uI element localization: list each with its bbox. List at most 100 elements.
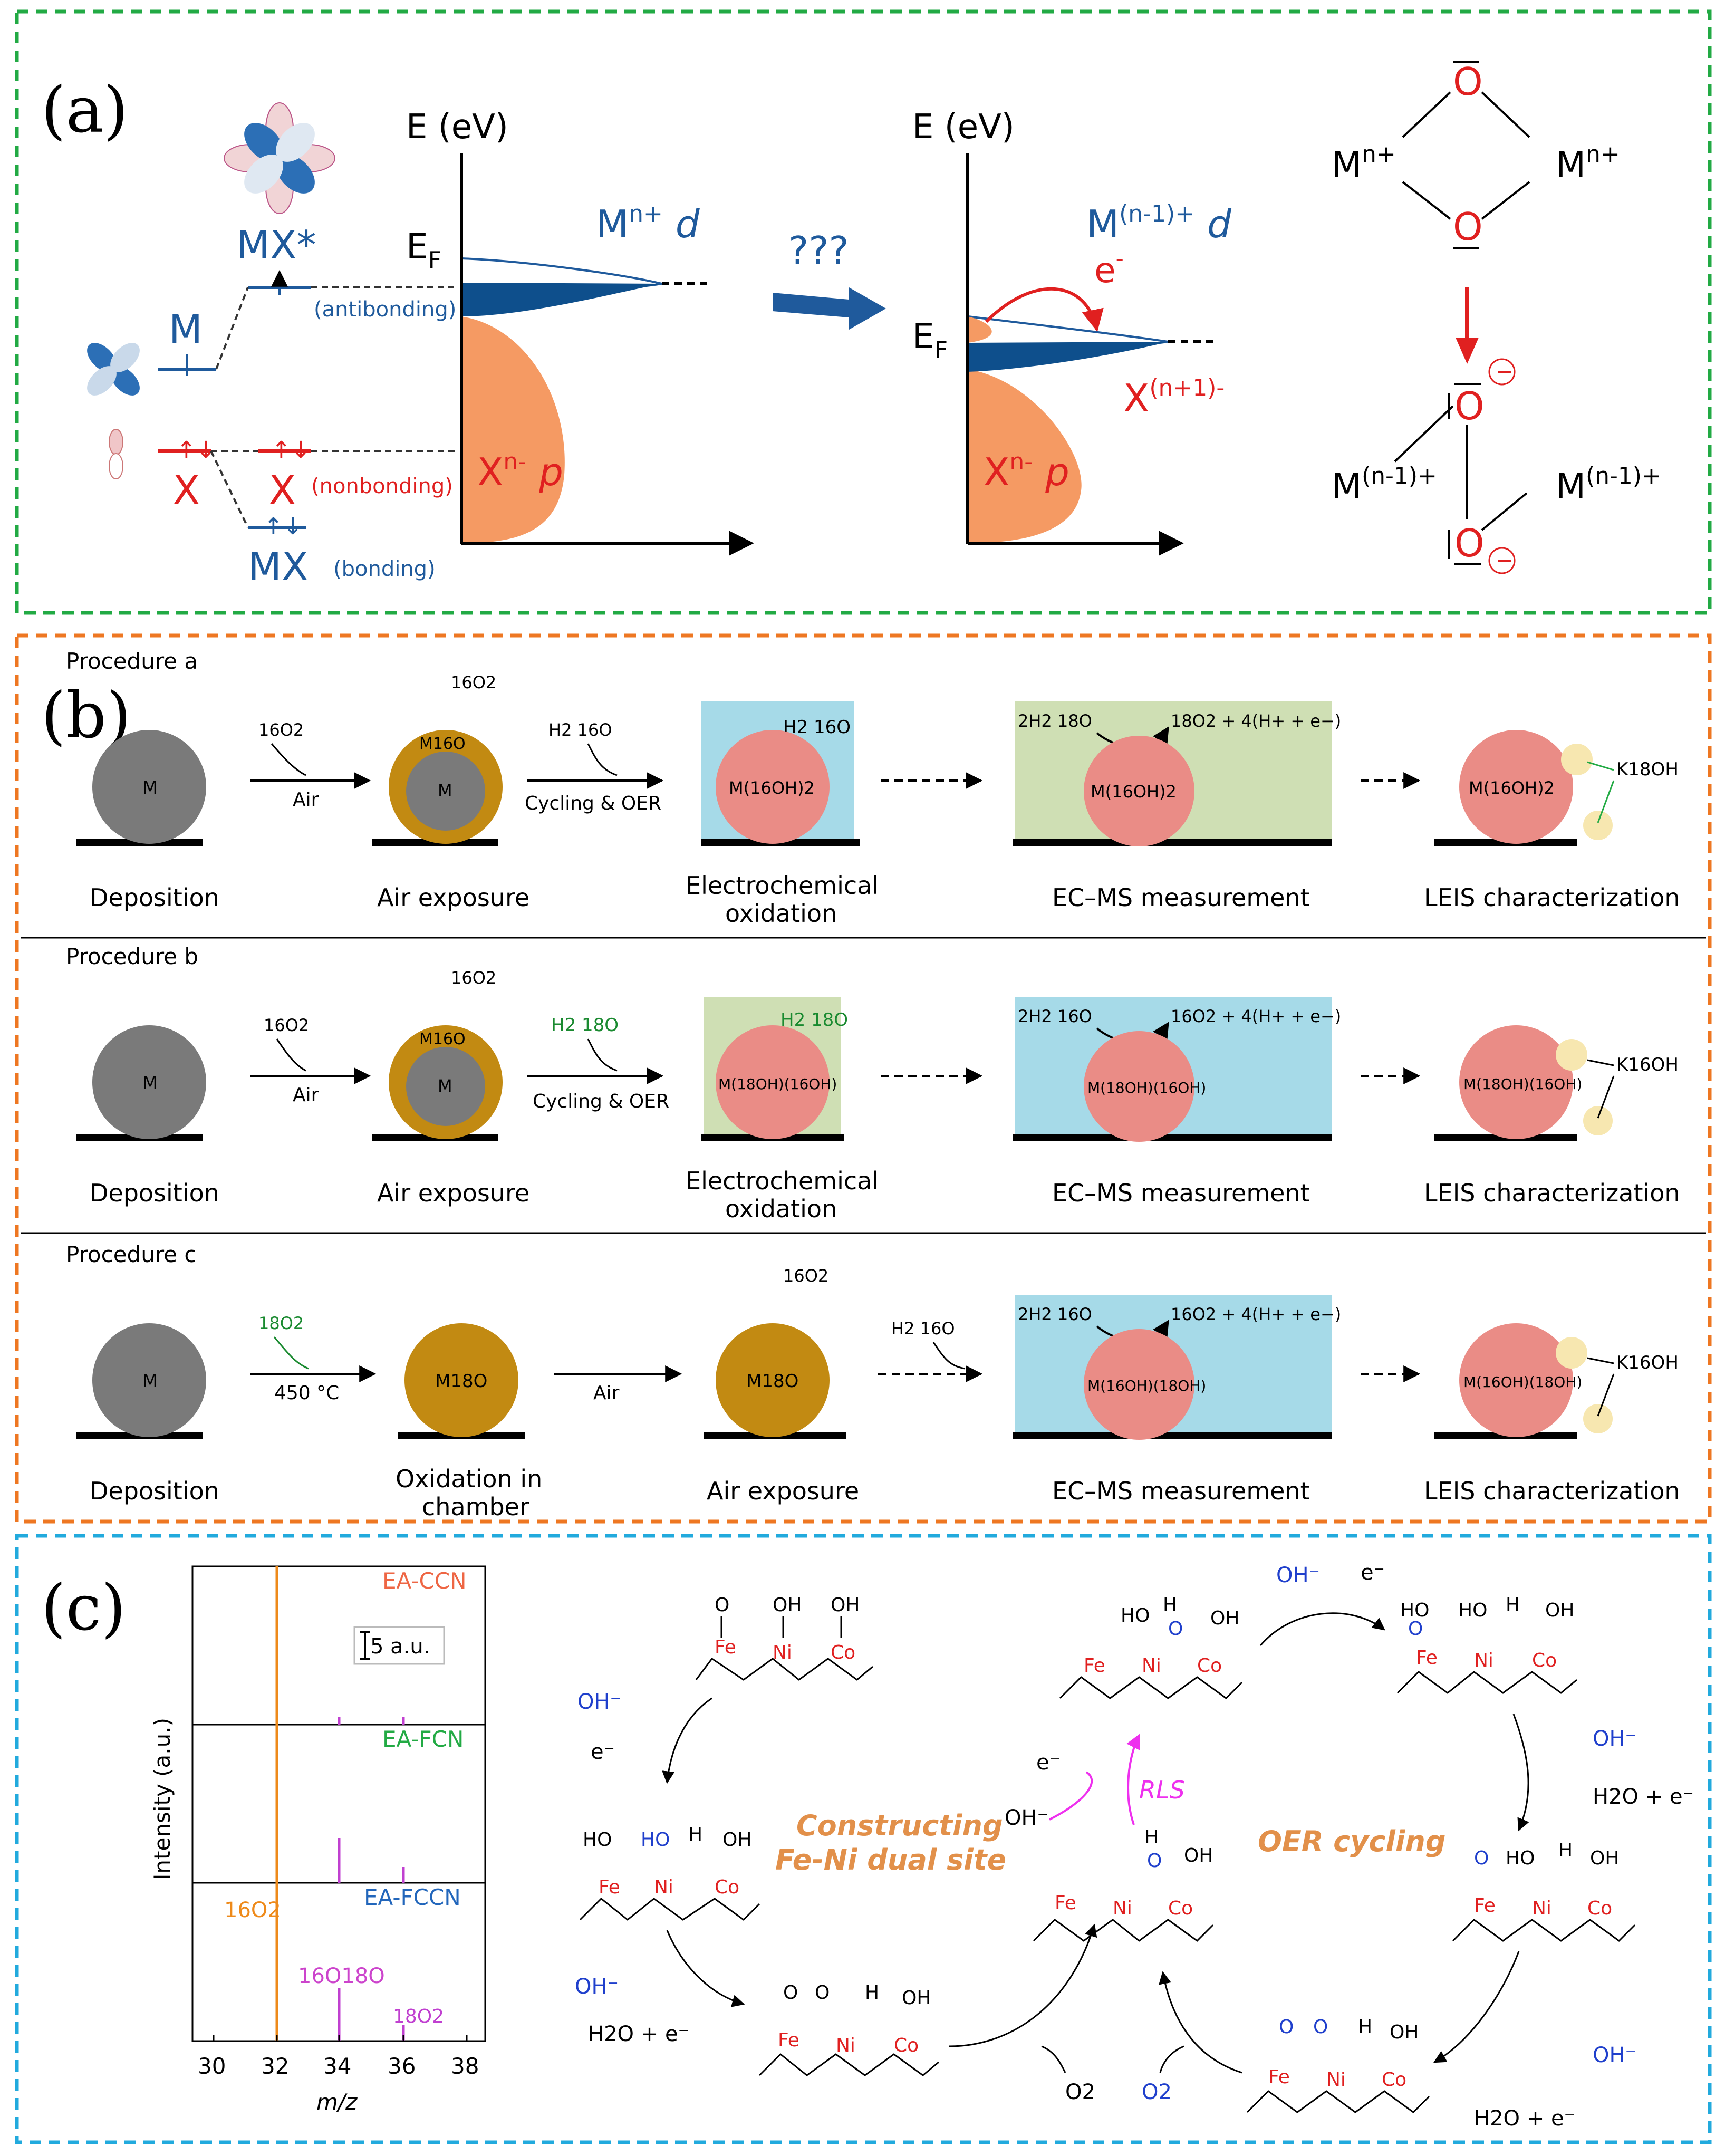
svg-text:Co: Co [1587, 1898, 1612, 1919]
nonbonding-label: (nonbonding) [311, 474, 453, 498]
mx-label: MX [248, 544, 309, 590]
particle-oxide: M16O [419, 735, 466, 753]
svg-text:Co: Co [1382, 2069, 1406, 2091]
svg-text:Co: Co [831, 1642, 855, 1663]
gas-top: 16O2 [451, 672, 496, 692]
o2-2: O2 [1142, 2080, 1172, 2104]
svg-text:↑↓: ↑↓ [272, 437, 311, 464]
svg-text:H: H [1163, 1594, 1177, 1616]
svg-text:OH: OH [1590, 1847, 1619, 1869]
svg-text:M: M [142, 1073, 158, 1094]
procedure-row-a: Procedure a M Deposition 16O2 Air 16O2 M… [66, 648, 1680, 928]
x-label: X [173, 468, 200, 513]
svg-text:OH: OH [1184, 1845, 1213, 1866]
e-axis-label-1: E (eV) [406, 108, 508, 147]
svg-text:H: H [865, 1982, 879, 2004]
bonding-label: (bonding) [333, 557, 436, 581]
svg-text:O: O [715, 1594, 729, 1616]
svg-text:Ni: Ni [1113, 1898, 1132, 1919]
procedure-title: Procedure a [66, 648, 198, 674]
m-top-left: Mn+ [1332, 141, 1396, 185]
step-label: Air exposure [707, 1477, 859, 1505]
svg-text:O: O [1474, 1847, 1489, 1869]
svg-text:O: O [1147, 1850, 1162, 1872]
question-label: ??? [788, 228, 849, 273]
oxo-structure: O O Mn+ Mn+ O − O − M(n-1)+ [1332, 60, 1661, 574]
step-label: Air exposure [377, 883, 529, 912]
svg-text:O: O [783, 1982, 798, 2004]
step-label: Oxidation in [396, 1465, 542, 1493]
step-label: Deposition [90, 883, 219, 912]
leis-particle: M(16OH)(18OH) [1463, 1373, 1582, 1391]
svg-text:H: H [1558, 1840, 1573, 1861]
svg-text:O: O [1279, 2016, 1294, 2038]
svg-text:H: H [1144, 1826, 1159, 1848]
svg-text:H: H [1506, 1594, 1520, 1616]
d-orbital-small-icon [87, 343, 140, 396]
step-label: oxidation [725, 899, 837, 928]
step-label: LEIS characterization [1424, 1477, 1680, 1505]
leis-label: K16OH [1616, 1054, 1679, 1075]
svg-text:M: M [142, 777, 158, 798]
oh-minus-4: OH⁻ [1593, 1727, 1636, 1751]
o-peroxo-1: O [1454, 384, 1485, 428]
svg-text:OH: OH [1545, 1600, 1574, 1621]
arrow2-top: H2 16O [548, 720, 612, 740]
e-minus-1: e⁻ [591, 1740, 615, 1764]
arrow2-bottom: Cycling & OER [525, 793, 661, 814]
anno-o2-16: 16O2 [224, 1898, 281, 1922]
leis-particle: M(18OH)(16OH) [1463, 1075, 1582, 1093]
subpanel-label-3: EA-FCCN [364, 1884, 461, 1910]
e-minus-3: e⁻ [1361, 1561, 1385, 1585]
arrow1-top: 16O2 [258, 720, 304, 740]
arrow2-bottom: Cycling & OER [533, 1091, 669, 1112]
mn1-d-label: M(n-1)+d [1086, 200, 1232, 246]
o2-1: O2 [1065, 2080, 1095, 2104]
svg-text:Ni: Ni [654, 1876, 673, 1898]
svg-text:HO: HO [1400, 1600, 1429, 1621]
procedure-title: Procedure c [66, 1241, 196, 1267]
leis-particle: M(16OH)2 [1469, 778, 1555, 798]
transition-arrow: ??? [773, 228, 886, 330]
svg-text:O: O [815, 1982, 830, 2004]
arrow1-bottom: 450 °C [274, 1382, 339, 1404]
rls-oh-minus: OH⁻ [1005, 1806, 1048, 1830]
procedure-row-b: Procedure b M Deposition 16O2 Air 16O2 M… [66, 944, 1680, 1223]
leis-label: K18OH [1616, 759, 1679, 780]
svg-text:Co: Co [1532, 1650, 1557, 1671]
minus-2: − [1496, 548, 1514, 573]
electron-label: e- [1094, 246, 1124, 291]
step-label: oxidation [725, 1195, 837, 1223]
x-tick-label: 36 [388, 2053, 416, 2079]
ef-label-2: EF [912, 316, 948, 363]
svg-text:OH: OH [1390, 2022, 1419, 2043]
svg-text:OH: OH [831, 1594, 860, 1616]
panel-b-border [15, 633, 1712, 1524]
o-mid: O [1453, 205, 1483, 249]
svg-text:Co: Co [894, 2035, 919, 2056]
structure-7: O HO H OH Fe Ni Co [1452, 1840, 1636, 1942]
o-top: O [1453, 60, 1483, 104]
oh-minus-2: OH⁻ [575, 1975, 619, 1999]
mechanism: Constructing Fe-Ni dual site OER cycling… [575, 1561, 1694, 2131]
ms-chart: EA-CCN EA-FCN EA-FCCN 5 a.u. 16O2 16O18O… [149, 1565, 486, 2115]
o-peroxo-2: O [1454, 521, 1485, 565]
minus-1: − [1496, 360, 1514, 384]
m-bot-right: M(n-1)+ [1556, 463, 1661, 507]
structure-5: HO H O OH Fe Ni Co [1059, 1594, 1243, 1699]
arrow3-top: H2 16O [891, 1318, 955, 1339]
structure-6: HO O HO H OH Fe Ni Co [1396, 1594, 1577, 1694]
svg-text:Fe: Fe [599, 1876, 620, 1898]
subpanel-label-2: EA-FCN [382, 1726, 464, 1752]
step-label: Deposition [90, 1477, 219, 1505]
panel-c-label: (c) [41, 1572, 126, 1645]
svg-text:↑↓: ↑↓ [177, 437, 216, 464]
arrow1-top: 16O2 [264, 1015, 309, 1035]
scale-bar-label: 5 a.u. [370, 1634, 430, 1659]
arrow1-top: 18O2 [258, 1313, 304, 1333]
m-bot-left: M(n-1)+ [1332, 463, 1437, 507]
svg-text:Co: Co [1168, 1898, 1193, 1919]
m-label: M [169, 307, 203, 352]
svg-text:Ni: Ni [1474, 1650, 1493, 1671]
mo-diagram: MX* (antibonding) M X ↑↓ X ↑↓ (nonbondin… [158, 223, 459, 590]
